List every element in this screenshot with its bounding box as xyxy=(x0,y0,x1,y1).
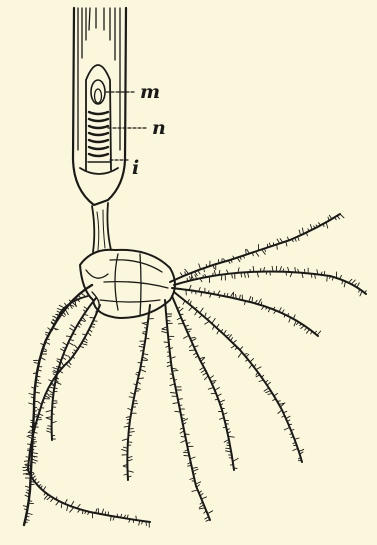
neck-stalk xyxy=(92,203,111,252)
nodes-n xyxy=(89,112,108,156)
corm xyxy=(80,250,175,318)
label-n: n xyxy=(152,117,166,139)
growing-tip-m xyxy=(91,80,105,104)
label-m: m xyxy=(140,81,160,103)
stem-sheath xyxy=(73,8,126,205)
label-i: i xyxy=(132,157,139,179)
roots xyxy=(24,214,366,525)
